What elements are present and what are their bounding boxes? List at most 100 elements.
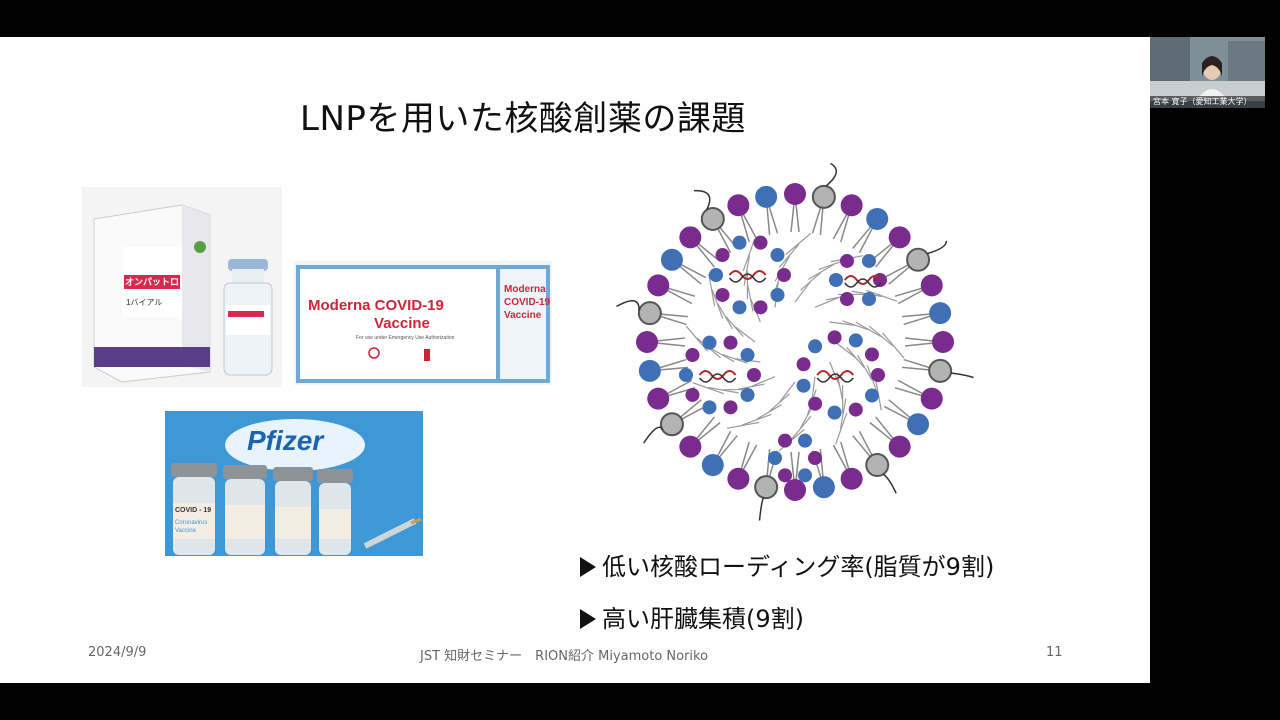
lipid-head: [808, 451, 822, 465]
lipid-tail: [726, 421, 760, 429]
lipid-tail: [708, 386, 739, 394]
lipid-head: [827, 405, 842, 420]
lipid-head: [840, 194, 863, 217]
lipid-tail: [839, 398, 847, 429]
triangle-bullet-icon: [580, 557, 596, 577]
participant-video-thumbnail[interactable]: 宮本 寛子（愛知工業大学）: [1150, 37, 1265, 108]
onpattro-vial-count: 1バイアル: [126, 298, 163, 307]
lipid-head: [723, 335, 738, 350]
lipid-head: [784, 479, 806, 501]
moderna-side-label: Moderna COVID-19 Vaccine: [504, 283, 550, 322]
moderna-vaccine-photo: Moderna COVID-19 Vaccine For use under E…: [294, 261, 552, 385]
lipid-head: [702, 335, 717, 350]
lipid-head: [770, 287, 785, 302]
lipid-tail: [785, 232, 812, 255]
lipid-head: [808, 339, 823, 354]
lipid-head: [864, 347, 879, 362]
pfizer-logo: Pfizer: [247, 425, 324, 456]
pfizer-vial-label: COVID - 19: [175, 507, 212, 514]
lipid-tail: [855, 321, 882, 338]
lipid-head: [715, 248, 730, 263]
lipid-head: [660, 248, 683, 271]
lipid-tail: [737, 383, 765, 390]
moderna-side-line2: COVID-19: [504, 297, 551, 308]
rna-strand: [728, 270, 767, 280]
lipid-head: [753, 235, 768, 250]
moderna-title-line1: Moderna COVID-19: [308, 297, 444, 314]
lipid-head: [798, 468, 812, 483]
lipid-head: [812, 476, 835, 499]
lipid-tail: [857, 355, 873, 381]
triangle-bullet-icon: [580, 609, 596, 629]
lipid-head: [747, 368, 761, 382]
footer-page-number: 11: [1046, 645, 1063, 660]
lipid-tail: [725, 315, 744, 337]
lipid-head: [848, 333, 863, 348]
lipid-head: [862, 253, 876, 268]
lipid-tail: [846, 347, 865, 369]
lipid-tail: [734, 326, 756, 343]
presentation-slide: LNPを用いた核酸創薬の課題 オンパットロ 1バイアル Moderna COV: [0, 37, 1150, 683]
moderna-title-line2: Vaccine: [374, 315, 430, 332]
lipid-head: [732, 235, 747, 250]
lipid-tail: [835, 412, 848, 445]
lipid-tail: [842, 320, 869, 331]
lipid-head: [740, 348, 755, 363]
lipid-head: [796, 378, 811, 393]
slide-title: LNPを用いた核酸創薬の課題: [300, 99, 746, 139]
moderna-side-line3: Vaccine: [504, 310, 542, 321]
lipid-head: [685, 387, 700, 402]
rna-strand: [816, 370, 854, 380]
footer-center-text: JST 知財セミナー RION紹介 Miyamoto Noriko: [420, 649, 709, 664]
peg-chain: [950, 372, 974, 379]
lipid-head: [702, 400, 717, 415]
lipid-tail: [743, 255, 751, 286]
lipid-head: [679, 368, 693, 382]
lipid-tail: [790, 415, 812, 441]
lipid-head: [727, 467, 750, 490]
lipid-tail: [742, 413, 772, 426]
lipid-head: [740, 387, 755, 402]
rna-strand: [844, 278, 882, 288]
lipid-tail: [814, 297, 839, 308]
lipid-head: [638, 359, 661, 382]
lipid-head: [754, 475, 779, 500]
lipid-tail: [868, 325, 894, 347]
lipid-head: [647, 387, 670, 410]
lipid-head: [932, 331, 954, 353]
bullet-text: 高い肝臓集積(9割): [602, 605, 804, 633]
rna-strand: [816, 373, 854, 383]
peg-chain: [693, 189, 711, 211]
lipid-tail: [866, 365, 879, 395]
lipid-head: [840, 467, 863, 490]
lipid-head: [709, 268, 723, 282]
lipid-head: [659, 412, 684, 437]
lipid-tail: [717, 303, 733, 329]
peg-chain: [758, 497, 765, 521]
participant-name-label: 宮本 寛子（愛知工業大学）: [1150, 96, 1265, 108]
lipid-tail: [794, 281, 811, 303]
lipid-head: [827, 330, 842, 345]
lipid-head: [811, 184, 836, 209]
lipid-head: [920, 274, 943, 297]
lipid-head: [723, 400, 738, 415]
peg-chain: [643, 426, 664, 444]
lipid-tail: [865, 289, 898, 302]
lipid-tail: [808, 264, 834, 280]
lipid-tail: [768, 393, 790, 412]
lipid-head: [755, 185, 778, 208]
lipid-tail: [800, 272, 822, 291]
lipid-tail: [742, 239, 755, 272]
lipid-head: [864, 388, 879, 403]
lipid-head: [808, 396, 823, 411]
onpattro-brand-label: オンパットロ: [124, 277, 179, 287]
lipid-head: [753, 300, 768, 315]
lipid-head: [679, 435, 702, 458]
footer-date: 2024/9/9: [88, 645, 147, 660]
peg-chain: [825, 162, 837, 187]
lipid-head: [798, 433, 812, 448]
lipid-head: [907, 413, 930, 436]
lipid-head: [796, 357, 811, 372]
lipid-head: [778, 433, 792, 448]
lipid-head: [732, 300, 747, 315]
